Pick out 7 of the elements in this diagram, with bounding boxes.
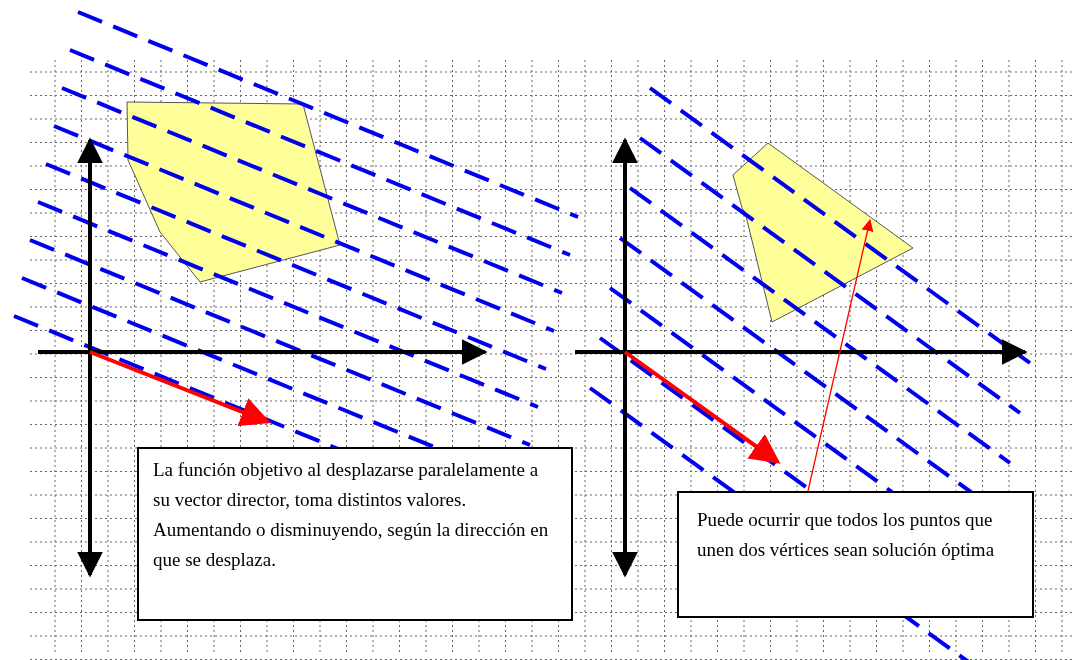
text-box [677,491,1034,618]
note-text: La función objetivo al desplazarse paralelamente a su vector director, toma distintos valores. Aumentando o disminuyendo, según la dirección en que se desplaza. [153,458,550,572]
leader-line [807,219,874,492]
feasible-region [126,101,341,283]
note-text: Puede ocurrir que todos los puntos que unen dos vértices sean solución óptima [697,508,996,562]
text-box [137,447,573,621]
feasible-region [732,142,914,323]
